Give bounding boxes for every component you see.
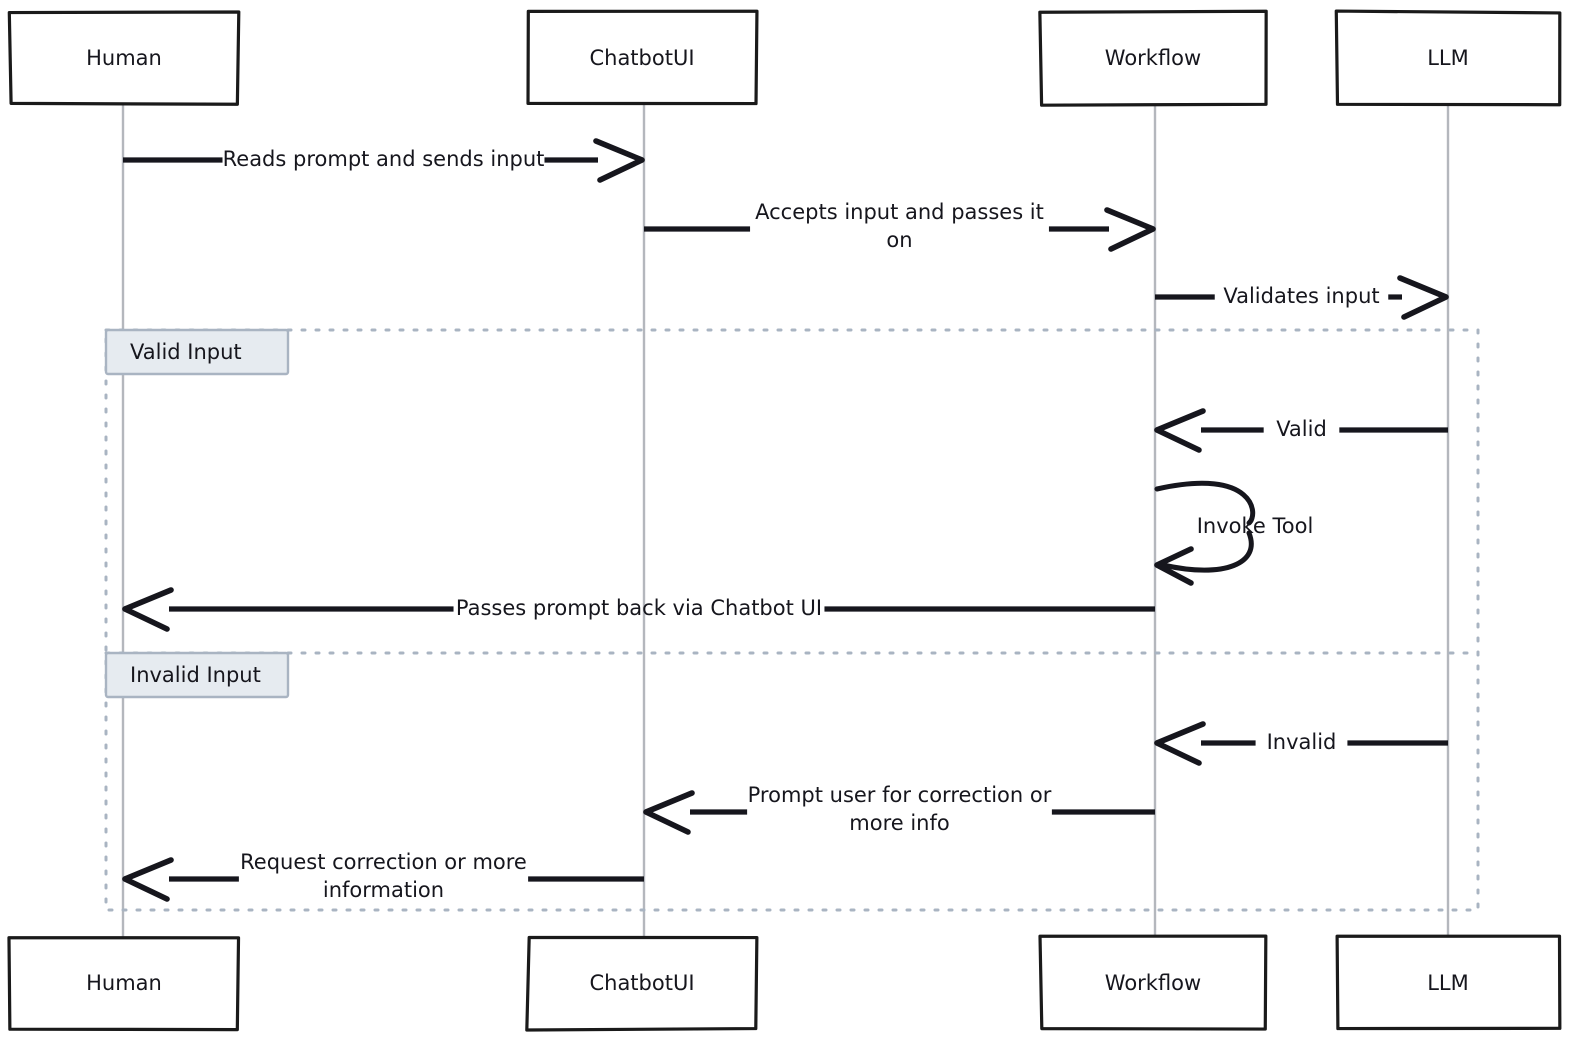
actor-box-llm-bottom[interactable]: LLM bbox=[1337, 936, 1560, 1028]
alt-section-tag-valid[interactable]: Valid Input bbox=[106, 330, 288, 374]
actor-box-chatbotui-top[interactable]: ChatbotUI bbox=[528, 11, 757, 103]
message-label-m7: Invalid bbox=[1267, 730, 1337, 754]
message-m1[interactable]: Reads prompt and sends input bbox=[123, 141, 642, 180]
actor-box-workflow-top[interactable]: Workflow bbox=[1040, 11, 1266, 105]
actor-box-llm-top[interactable]: LLM bbox=[1336, 11, 1560, 105]
actor-box-chatbotui-bottom[interactable]: ChatbotUI bbox=[527, 937, 757, 1030]
actor-label-llm: LLM bbox=[1427, 971, 1469, 995]
alt-section-tag-invalid[interactable]: Invalid Input bbox=[106, 653, 288, 697]
message-m2[interactable]: Accepts input and passes it on bbox=[644, 200, 1153, 252]
actor-label-workflow: Workflow bbox=[1105, 971, 1201, 995]
message-label-m9-line2: information bbox=[323, 878, 444, 902]
arrow-head-icon bbox=[1107, 210, 1153, 249]
message-label-m2-line2: on bbox=[886, 228, 912, 252]
alt-tags-layer: Valid InputInvalid Input bbox=[106, 330, 288, 697]
message-m6[interactable]: Passes prompt back via Chatbot UI bbox=[125, 590, 1155, 629]
message-m8[interactable]: Prompt user for correction or more info bbox=[646, 783, 1155, 835]
arrow-head-icon bbox=[125, 860, 171, 899]
message-label-m9-line1: Request correction or more bbox=[240, 850, 527, 874]
arrow-head-icon bbox=[125, 590, 171, 629]
alt-block-layer bbox=[106, 330, 1478, 910]
actor-label-human: Human bbox=[86, 46, 162, 70]
actor-label-llm: LLM bbox=[1427, 46, 1469, 70]
actor-label-chatbotui: ChatbotUI bbox=[589, 971, 694, 995]
message-m5[interactable]: Invoke Tool bbox=[1157, 483, 1313, 583]
message-label-m4: Valid bbox=[1276, 417, 1327, 441]
actor-label-chatbotui: ChatbotUI bbox=[589, 46, 694, 70]
actor-box-human-bottom[interactable]: Human bbox=[9, 938, 239, 1030]
message-label-m1: Reads prompt and sends input bbox=[223, 147, 545, 171]
message-label-m2-line1: Accepts input and passes it bbox=[755, 200, 1044, 224]
actor-box-workflow-bottom[interactable]: Workflow bbox=[1040, 936, 1266, 1029]
message-m9[interactable]: Request correction or more information bbox=[125, 850, 644, 902]
message-label-m8-line2: more info bbox=[849, 811, 949, 835]
arrow-head-icon bbox=[1157, 724, 1203, 763]
message-label-m6: Passes prompt back via Chatbot UI bbox=[456, 596, 822, 620]
actor-label-human: Human bbox=[86, 971, 162, 995]
arrow-head-icon bbox=[596, 141, 642, 180]
alt-block-frame bbox=[106, 330, 1478, 910]
message-label-m5: Invoke Tool bbox=[1197, 514, 1314, 538]
messages-layer: Reads prompt and sends inputAccepts inpu… bbox=[123, 141, 1448, 902]
arrow-head-icon bbox=[1157, 411, 1203, 450]
actor-box-human-top[interactable]: Human bbox=[9, 12, 238, 104]
message-m7[interactable]: Invalid bbox=[1157, 724, 1448, 763]
message-m3[interactable]: Validates input bbox=[1155, 278, 1446, 317]
message-label-m3: Validates input bbox=[1223, 284, 1379, 308]
actor-label-workflow: Workflow bbox=[1105, 46, 1201, 70]
alt-tag-label-valid: Valid Input bbox=[130, 340, 242, 364]
alt-tag-label-invalid: Invalid Input bbox=[130, 663, 261, 687]
arrow-head-icon bbox=[1400, 278, 1446, 317]
arrow-head-icon bbox=[646, 793, 692, 832]
message-label-m8-line1: Prompt user for correction or bbox=[748, 783, 1052, 807]
message-m4[interactable]: Valid bbox=[1157, 411, 1448, 450]
